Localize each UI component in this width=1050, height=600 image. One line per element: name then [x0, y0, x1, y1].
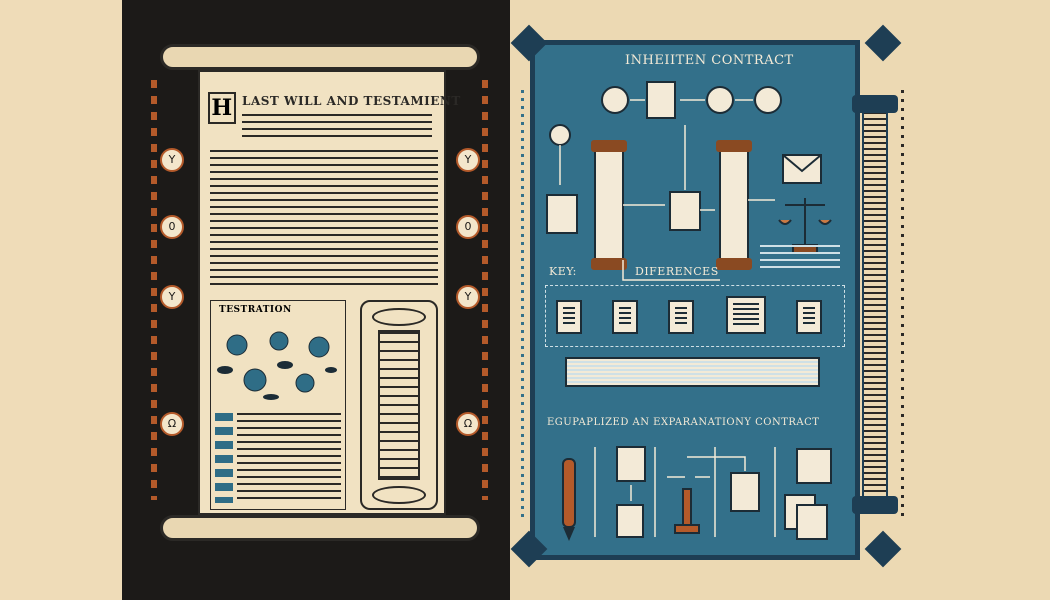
floral-border: [215, 413, 233, 503]
summary-bar: [565, 357, 820, 387]
stamp-icon: [674, 488, 700, 534]
scroll-icon: [591, 140, 752, 270]
contract-panel: INHEIITEN CONTRACT: [530, 40, 860, 560]
will-title: LAST WILL AND TESTAMIENT: [242, 94, 461, 108]
side-column: [862, 110, 888, 500]
ornament-swirl-top: [372, 308, 426, 326]
diff-doc-3: [668, 300, 694, 334]
floral-illustration: [215, 325, 341, 405]
side-ornament-1: Y: [160, 148, 184, 172]
scroll-bottom-roll: [160, 515, 480, 541]
drop-cap-box: H: [208, 92, 236, 124]
contract-title: INHEIITEN CONTRACT: [625, 53, 794, 68]
bottom-label: EGUPAPLIZED AN EXPARANATIONY CONTRACT: [547, 417, 820, 428]
dotted-rule-right: [901, 90, 904, 520]
ornament-column: [378, 330, 420, 480]
side-ornament-7: Y: [456, 285, 480, 309]
diff-doc-1: [556, 300, 582, 334]
scroll-top-roll: [160, 44, 480, 70]
globe-icon-3: [754, 86, 782, 114]
leaf-vine-right: [482, 80, 488, 500]
leaf-vine-left: [151, 80, 157, 500]
testration-box: TESTRATION: [210, 300, 346, 510]
diff-doc-2: [612, 300, 638, 334]
drop-cap: H: [211, 95, 233, 121]
differences-row: [545, 285, 845, 347]
contract-flow-top: [546, 81, 832, 281]
will-text-lines: [242, 114, 432, 142]
ornamental-scroll: [360, 300, 438, 510]
globe-icon: [601, 86, 629, 114]
pen-icon: [562, 458, 576, 541]
side-ornament-5: Y: [456, 148, 480, 172]
will-document: H LAST WILL AND TESTAMIENT TESTRATION: [198, 70, 460, 515]
side-column-cap-bottom: [852, 496, 898, 514]
diff-doc-5: [796, 300, 822, 334]
ornament-swirl-bottom: [372, 486, 426, 504]
key-label: KEY:: [549, 265, 577, 278]
testration-label: TESTRATION: [219, 305, 292, 315]
side-ornament-6: 0: [456, 215, 480, 239]
side-ornament-3: Y: [160, 285, 184, 309]
dotted-rule-left: [521, 90, 524, 520]
differences-label: DIFERENCES: [635, 265, 719, 278]
testration-text-lines: [237, 413, 341, 503]
side-ornament-2: 0: [160, 215, 184, 239]
side-ornament-8: Ω: [456, 412, 480, 436]
diff-doc-4: [726, 296, 766, 334]
side-column-cap-top: [852, 95, 898, 113]
contract-flow-bottom: [562, 446, 832, 541]
will-body-lines: [210, 150, 438, 290]
side-ornament-4: Ω: [160, 412, 184, 436]
flower-icon: [217, 331, 337, 400]
note-lines: [760, 245, 840, 273]
globe-icon-2: [706, 86, 734, 114]
